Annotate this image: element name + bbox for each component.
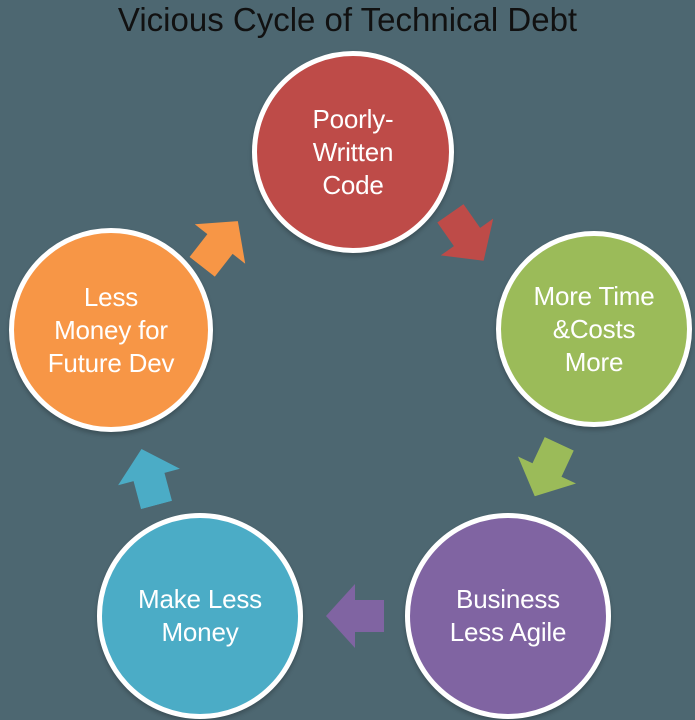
cycle-arrow-less-to-code <box>177 201 263 286</box>
node-label-line: Code <box>322 169 384 200</box>
node-label: Poorly- Written Code <box>313 103 394 202</box>
node-label-line: Money <box>161 617 239 647</box>
node-label-line: Less <box>83 281 139 312</box>
block-arrow-icon <box>517 436 577 497</box>
block-arrow-icon <box>189 221 246 277</box>
node-make-less-money: Make Less Money <box>97 513 303 719</box>
node-label-line: Written <box>312 136 394 167</box>
node-label-line: Future Dev <box>47 347 175 378</box>
node-label-line: More Time <box>533 280 655 311</box>
node-more-time-costs-more: More Time &Costs More <box>496 231 692 427</box>
cycle-arrow-time-to-agile <box>506 430 589 510</box>
node-less-money-future-dev: Less Money for Future Dev <box>9 228 213 432</box>
cycle-arrow-agile-to-money <box>326 584 384 648</box>
node-label-line: Less Agile <box>449 617 567 647</box>
node-label-line: Money for <box>54 314 168 345</box>
node-business-less-agile: Business Less Agile <box>405 513 611 719</box>
node-label: Business Less Agile <box>450 583 567 649</box>
node-label-line: Business <box>456 584 560 614</box>
node-label-line: &Costs <box>552 313 636 344</box>
node-label: Less Money for Future Dev <box>48 281 175 380</box>
node-label-line: Poorly- <box>312 103 394 134</box>
block-arrow-icon <box>326 584 384 648</box>
cycle-arrow-money-to-less <box>111 441 188 514</box>
node-label: More Time &Costs More <box>533 280 654 379</box>
node-label: Make Less Money <box>138 583 262 649</box>
block-arrow-icon <box>437 204 494 261</box>
cycle-arrow-code-to-time <box>424 195 510 279</box>
block-arrow-icon <box>118 448 180 510</box>
node-label-line: Make Less <box>138 584 262 614</box>
diagram-title: Vicious Cycle of Technical Debt <box>117 1 578 38</box>
node-poorly-written-code: Poorly- Written Code <box>252 51 454 253</box>
node-label-line: More <box>564 346 624 377</box>
